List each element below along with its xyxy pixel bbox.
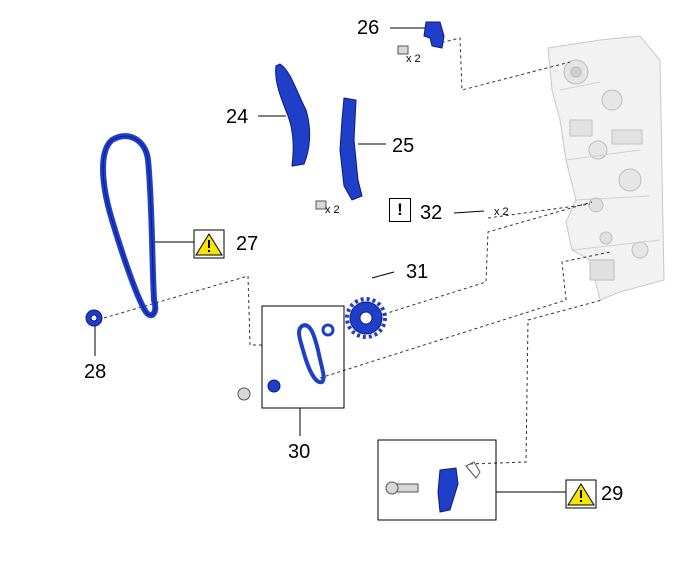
callout-24: 24 (226, 106, 249, 128)
callout-27: 27 (236, 233, 259, 255)
callout-32: 32 (420, 202, 443, 224)
exclamation-notice-icon: ! (389, 198, 411, 222)
part-24-chain-guide (275, 63, 311, 167)
part-31-sprocket-gear (345, 297, 387, 339)
part-26-bracket (397, 21, 445, 55)
part-27-timing-chain (100, 133, 159, 319)
engine-block-illustration (547, 35, 665, 301)
leader-lines (94, 27, 566, 493)
assembly-guide-lines (103, 37, 611, 465)
callout-29: 29 (601, 483, 624, 505)
part-28-crank-sprocket (85, 309, 103, 327)
warning-triangle-icon (193, 229, 225, 259)
callout-25: 25 (392, 135, 415, 157)
callout-26: 26 (357, 17, 380, 39)
part-25-tensioner-arm (315, 97, 363, 210)
quantity-label-25: x 2 (325, 204, 340, 216)
quantity-label-26: x 2 (406, 53, 421, 65)
callout-30: 30 (288, 441, 311, 463)
callout-31: 31 (406, 261, 429, 283)
quantity-label-32: x 2 (494, 206, 509, 218)
part-30-chain-kit-box (237, 305, 345, 409)
part-29-tensioner-box (377, 439, 497, 521)
callout-28: 28 (84, 361, 107, 383)
warning-triangle-icon (565, 479, 597, 509)
